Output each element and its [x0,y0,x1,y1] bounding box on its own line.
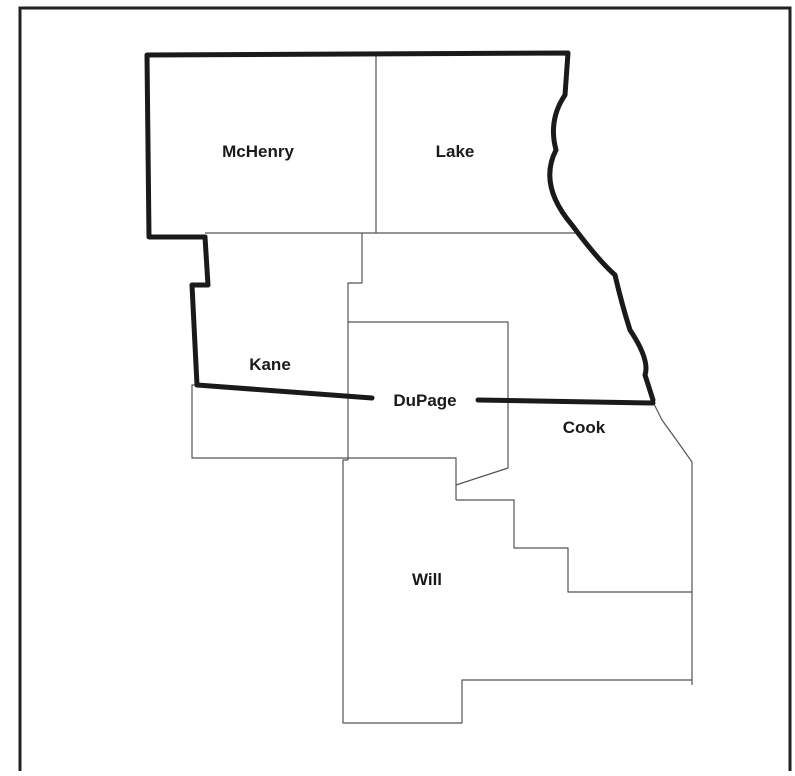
cook-east-boundary [651,399,693,685]
county-label-mchenry: McHenry [222,142,294,161]
county-label-cook: Cook [563,418,606,437]
will-cook-boundary [456,499,692,593]
map-frame-border [18,6,792,776]
county-label-will: Will [412,570,442,589]
county-label-kane: Kane [249,355,291,374]
will-north-boundary [348,457,457,500]
southern-study-boundary-west [194,382,375,401]
will-outline [342,459,692,724]
kane-cook-boundary [347,233,363,460]
dupage-boundary [348,321,509,486]
northern-study-boundary [144,50,656,403]
county-label-lake: Lake [436,142,475,161]
county-label-dupage: DuPage [393,391,456,410]
southern-study-boundary-east [475,397,656,406]
kane-west-boundary [189,234,211,388]
